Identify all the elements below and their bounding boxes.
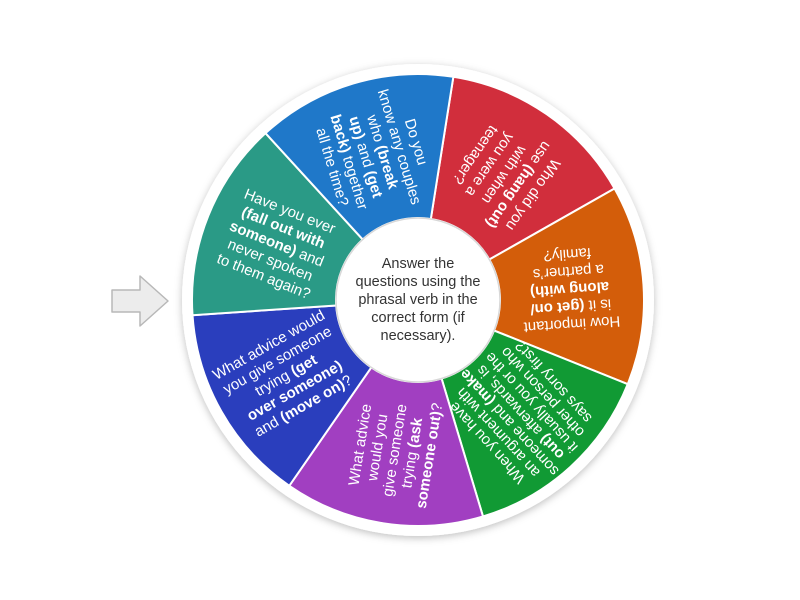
segment-question: When you havean argument withsomeone and… [434,325,606,499]
center-instructions: Answer the questions using the phrasal v… [355,256,481,344]
segment-question: Do youknow any coupleswho (breakup) and … [307,82,441,226]
wheel-segments: Who did youuse (hang out)with whenyou we… [191,73,645,527]
segment-question: Who did youuse (hang out)with whenyou we… [439,108,568,241]
wheel-hub [335,217,501,383]
segment-question: How importantis it (get on/along with)a … [518,242,621,335]
arrow-right-icon [111,275,169,327]
